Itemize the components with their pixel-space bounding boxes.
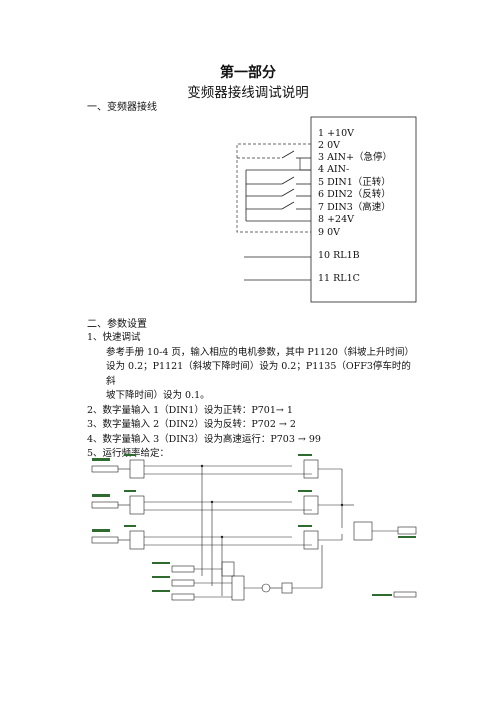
page-subtitle: 变频器接线调试说明: [187, 85, 309, 101]
terminal-9: 9 0V: [318, 227, 340, 238]
terminal-11: 11 RL1C: [318, 273, 360, 284]
terminal-4: 4 AIN-: [318, 164, 350, 175]
terminal-3: 3 AIN+（急停）: [318, 152, 392, 163]
frequency-setpoint-diagram: [91, 454, 417, 601]
item-1-body: 参考手册 10-4 页，输入相应的电机参数，其中 P1120（斜坡上升时间） 设…: [87, 346, 417, 404]
item-4-title: 4、数字量输入 3（DIN3）设为高速运行：P703 → 99: [87, 433, 321, 445]
terminal-5: 5 DIN1（正转）: [318, 177, 391, 188]
item-3-title: 3、数字量输入 2（DIN2）设为反转：P702 → 2: [87, 419, 296, 430]
section-1-heading: 一、变频器接线: [87, 102, 157, 113]
parameter-list: 1、快速调试 参考手册 10-4 页，输入相应的电机参数，其中 P1120（斜坡…: [87, 331, 417, 462]
item-1-line: 参考手册 10-4 页，输入相应的电机参数，其中 P1120（斜坡上升时间）: [106, 346, 414, 358]
terminal-10: 10 RL1B: [318, 250, 360, 261]
page-title: 第一部分: [220, 65, 276, 81]
section-2-heading: 二、参数设置: [87, 319, 147, 330]
item-1-line: 设为 0.2；P1121（斜坡下降时间）设为 0.2；P1135（OFF3停车时…: [106, 361, 411, 387]
terminal-8: 8 +24V: [318, 214, 354, 225]
terminal-6: 6 DIN2（反转）: [318, 189, 391, 200]
item-1-title: 1、快速调试: [87, 332, 141, 343]
terminal-2: 2 0V: [318, 140, 340, 151]
terminal-7: 7 DIN3（高速）: [318, 202, 391, 213]
terminal-1: 1 +10V: [318, 128, 354, 139]
item-1-line: 坡下降时间）设为 0.1。: [106, 390, 210, 401]
item-2-title: 2、数字量输入 1（DIN1）设为正转：P701→ 1: [87, 404, 293, 416]
item-5-title: 5、运行频率给定：: [87, 448, 170, 459]
